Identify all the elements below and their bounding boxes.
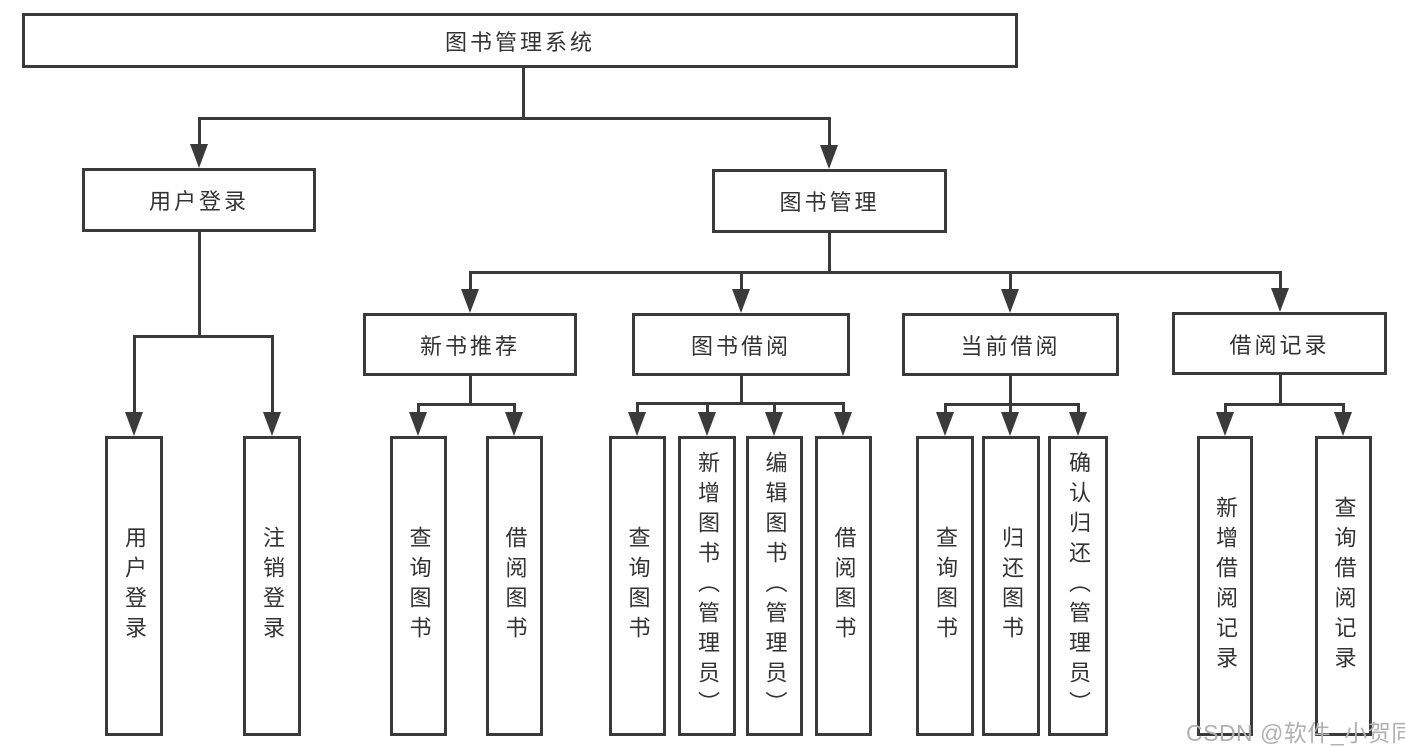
- edge-current-rail: [944, 403, 1080, 406]
- leaf-confirm-return-admin: 确认归还（管理员）: [1048, 436, 1108, 736]
- leaf-query-books-borrow-label: 查询图书: [625, 526, 651, 646]
- leaf-query-books-current-label: 查询图书: [933, 526, 958, 646]
- node-root: 图书管理系统: [22, 13, 1018, 68]
- leaf-borrow-books: 借阅图书: [815, 436, 872, 736]
- edge-stem: [773, 402, 776, 415]
- node-current-borrow-label: 当前借阅: [960, 333, 1061, 359]
- leaf-add-books-admin: 新增图书（管理员）: [678, 436, 736, 736]
- arrow-down-icon: [765, 412, 783, 436]
- arrow-down-icon: [1334, 412, 1352, 436]
- leaf-query-books-recommend: 查询图书: [390, 436, 447, 736]
- node-borrow-records: 借阅记录: [1172, 312, 1387, 375]
- leaf-return-books-label: 归还图书: [999, 526, 1024, 646]
- edge-records-rail: [1224, 403, 1345, 406]
- leaf-logout-login: 注销登录: [243, 436, 301, 736]
- edge-stem: [513, 403, 516, 415]
- arrow-down-icon: [1001, 289, 1019, 313]
- edge-book-mgmt-stem: [828, 233, 831, 274]
- edge-stem: [828, 117, 831, 148]
- node-new-book-recommend-label: 新书推荐: [419, 333, 520, 359]
- arrow-down-icon: [732, 289, 750, 313]
- leaf-edit-books-admin-label: 编辑图书（管理员）: [762, 451, 788, 721]
- edge-stem: [944, 403, 947, 415]
- edge-current-stem: [1009, 376, 1012, 405]
- edge-borrow-rail: [636, 402, 845, 405]
- arrow-down-icon: [834, 412, 852, 436]
- leaf-query-books-recommend-label: 查询图书: [406, 526, 432, 646]
- leaf-query-borrow-record-label: 查询借阅记录: [1331, 496, 1357, 676]
- edge-user-login-rail: [133, 335, 274, 338]
- arrow-down-icon: [628, 412, 646, 436]
- edge-stem: [706, 402, 709, 415]
- edge-stem: [469, 271, 472, 292]
- leaf-borrow-books-label: 借阅图书: [831, 526, 857, 646]
- node-book-management: 图书管理: [712, 169, 947, 233]
- arrow-down-icon: [936, 412, 954, 436]
- edge-stem: [1077, 403, 1080, 415]
- node-user-login: 用户登录: [82, 168, 316, 232]
- leaf-add-books-admin-label: 新增图书（管理员）: [695, 451, 720, 721]
- arrow-down-icon: [1216, 412, 1234, 436]
- node-root-label: 图书管理系统: [444, 29, 595, 55]
- arrow-down-icon: [1271, 288, 1289, 312]
- node-book-borrow-label: 图书借阅: [690, 333, 791, 359]
- leaf-query-books-current: 查询图书: [916, 436, 974, 736]
- edge-stem: [1009, 271, 1012, 292]
- leaf-add-borrow-record-label: 新增借阅记录: [1213, 496, 1238, 676]
- node-borrow-records-label: 借阅记录: [1229, 332, 1330, 358]
- leaf-borrow-books-recommend-label: 借阅图书: [502, 526, 528, 646]
- edge-book-mgmt-rail: [469, 271, 1282, 274]
- edge-stem: [133, 335, 136, 415]
- arrow-down-icon: [1001, 412, 1019, 436]
- edge-stem: [1279, 271, 1282, 292]
- arrow-down-icon: [820, 145, 838, 169]
- arrow-down-icon: [461, 289, 479, 313]
- edge-stem: [1224, 403, 1227, 415]
- leaf-confirm-return-admin-label: 确认归还（管理员）: [1066, 451, 1091, 721]
- edge-records-stem: [1279, 375, 1282, 406]
- edge-recommend-stem: [469, 376, 472, 406]
- edge-stem: [1009, 403, 1012, 415]
- edge-recommend-rail: [417, 403, 516, 406]
- arrow-down-icon: [263, 412, 281, 436]
- node-book-management-label: 图书管理: [779, 190, 880, 215]
- leaf-query-borrow-record: 查询借阅记录: [1315, 436, 1372, 736]
- arrow-down-icon: [1069, 412, 1087, 436]
- watermark: CSDN @软件_小贺同学: [1186, 720, 1405, 746]
- leaf-add-borrow-record: 新增借阅记录: [1197, 436, 1253, 736]
- edge-stem: [1342, 403, 1345, 415]
- edge-stem: [636, 402, 639, 415]
- node-user-login-label: 用户登录: [148, 189, 249, 214]
- edge-stem: [198, 117, 201, 147]
- leaf-return-books: 归还图书: [982, 436, 1040, 736]
- node-current-borrow: 当前借阅: [902, 313, 1119, 376]
- edge-stem: [417, 403, 420, 415]
- leaf-user-login-label: 用户登录: [122, 526, 147, 646]
- node-new-book-recommend: 新书推荐: [363, 313, 577, 376]
- leaf-user-login: 用户登录: [105, 436, 163, 736]
- edge-root-stem: [522, 68, 525, 118]
- arrow-down-icon: [505, 412, 523, 436]
- edge-stem: [842, 402, 845, 415]
- leaf-query-books-borrow: 查询图书: [609, 436, 666, 736]
- leaf-logout-login-label: 注销登录: [260, 526, 285, 646]
- leaf-borrow-books-recommend: 借阅图书: [486, 436, 543, 736]
- edge-user-login-stem: [198, 232, 201, 337]
- arrow-down-icon: [698, 412, 716, 436]
- edge-stem: [740, 271, 743, 292]
- arrow-down-icon: [125, 412, 143, 436]
- edge-stem: [271, 335, 274, 415]
- edge-root-rail: [198, 117, 831, 120]
- leaf-edit-books-admin: 编辑图书（管理员）: [746, 436, 803, 736]
- edge-borrow-stem: [740, 376, 743, 405]
- arrow-down-icon: [190, 144, 208, 168]
- arrow-down-icon: [409, 412, 427, 436]
- node-book-borrow: 图书借阅: [632, 313, 850, 376]
